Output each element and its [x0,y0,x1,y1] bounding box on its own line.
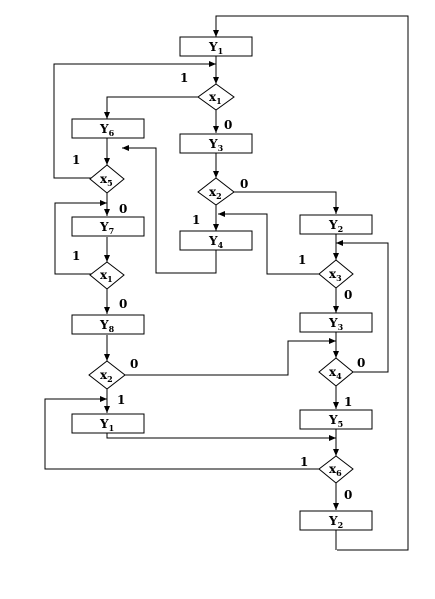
diamond-x2-a-label: x [209,185,217,199]
diamond-x4-label: x [329,365,337,379]
diamond-x3: x3 [318,259,354,289]
label-x1-mid-1: 1 [72,249,80,263]
edge-x2-y2 [234,191,339,214]
box-y7-label: Y [99,220,109,234]
box-y7: Y7 [71,216,145,237]
diamond-x1-mid: x1 [89,261,125,290]
label-x3-0: 0 [344,288,352,302]
diamond-x5: x5 [89,164,125,194]
diamond-x1-top-label: x [209,90,217,104]
box-y5: Y5 [299,409,373,430]
edge-labels: 1 0 1 0 0 1 1 0 1 0 0 1 0 1 1 0 [72,71,365,502]
box-y3-b: Y3 [299,312,373,333]
diamond-x6: x6 [318,455,354,484]
label-x2-b-0: 0 [130,357,138,371]
label-x2-a-0: 0 [240,177,248,191]
diamond-x2-b-label: x [100,368,108,382]
svg-text:Y7: Y7 [99,220,114,236]
diamond-x1-top: x1 [197,83,235,111]
box-y3-a: Y3 [179,133,253,154]
box-y5-label: Y [328,413,338,427]
diamond-x2-a: x2 [197,177,235,206]
svg-text:x1: x1 [100,268,113,284]
svg-text:Y2: Y2 [328,514,343,530]
svg-text:x2: x2 [100,368,113,384]
diamond-x2-b: x2 [88,360,126,390]
edge-x6-loop [44,396,320,470]
label-x1-mid-0: 0 [119,297,127,311]
svg-text:Y3: Y3 [328,316,344,332]
svg-text:x2: x2 [209,185,222,201]
box-y4-label: Y [208,234,218,248]
box-y1-b-label: Y [99,417,109,431]
diamond-x1-mid-label: x [100,268,108,282]
box-y3-a-label: Y [208,137,218,151]
label-x2-a-1: 1 [192,213,200,227]
box-y1-b: Y1 [71,413,145,434]
diamond-x3-label: x [329,267,337,281]
label-x5-0: 0 [119,202,127,216]
label-x2-b-1: 1 [117,393,125,407]
svg-text:Y3: Y3 [208,137,224,153]
box-y1-top-label: Y [208,40,218,54]
edge-x1mid-loop [54,200,107,275]
svg-text:x4: x4 [329,365,342,381]
svg-text:Y5: Y5 [328,413,343,429]
box-y8-label: Y [99,318,109,332]
box-y6-label: Y [99,122,109,136]
svg-text:x5: x5 [100,172,113,188]
svg-text:Y8: Y8 [99,318,115,334]
label-x4-0: 0 [357,356,365,370]
box-y1-top: Y1 [179,36,253,57]
diamond-x5-label: x [100,172,108,186]
label-x1-top-1: 1 [180,71,188,85]
svg-text:x3: x3 [329,267,342,283]
edge-y4-loop [122,145,217,274]
box-y8: Y8 [71,314,145,335]
box-y4: Y4 [179,230,253,251]
box-y2-a-label: Y [328,218,338,232]
box-y2-b: Y2 [299,510,373,531]
edge-y1b-x6 [106,433,336,441]
box-y3-b-label: Y [328,316,338,330]
label-x6-0: 0 [344,488,352,502]
label-x5-1: 1 [72,153,80,167]
edge-x4-loop [336,240,389,373]
svg-text:x6: x6 [329,462,342,478]
edge-loop-top [213,15,409,551]
label-x3-1: 1 [298,253,306,267]
svg-text:x1: x1 [209,90,222,106]
svg-text:Y6: Y6 [99,122,115,138]
edge-x1-y6 [104,96,198,119]
svg-text:Y1: Y1 [99,417,114,433]
label-x6-1: 1 [300,455,308,469]
box-y6: Y6 [71,118,145,139]
svg-text:Y4: Y4 [208,234,224,250]
edge-x3-loop [218,211,320,275]
svg-text:Y1: Y1 [208,40,223,56]
edge-x5-loop [53,61,216,179]
label-x1-top-0: 0 [224,118,232,132]
connectors [44,15,409,551]
label-x4-1: 1 [344,395,352,409]
diamond-x4: x4 [318,357,354,387]
edge-x2b-x4 [125,338,336,376]
diamond-x6-label: x [329,462,337,476]
svg-text:Y2: Y2 [328,218,343,234]
box-y2-b-label: Y [328,514,338,528]
box-y2-a: Y2 [299,214,373,235]
